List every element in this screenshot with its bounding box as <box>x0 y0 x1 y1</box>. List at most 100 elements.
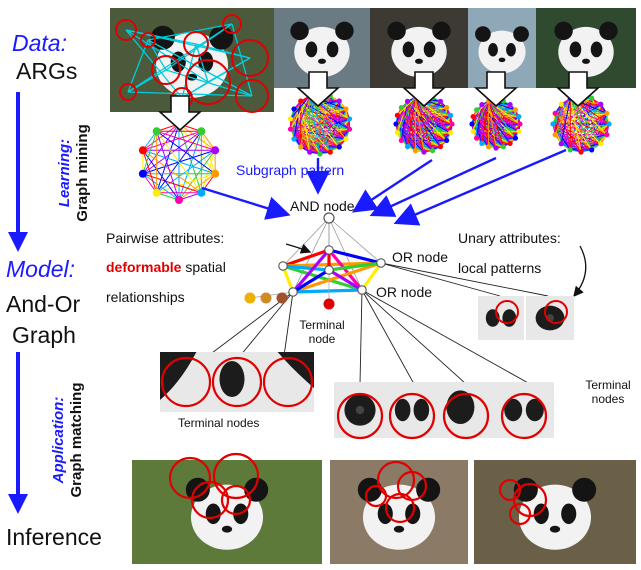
terminal-nodes-right-line2: nodes <box>591 392 625 406</box>
terminal-circle-left-3 <box>262 356 314 408</box>
terminal-dot-4 <box>323 298 335 310</box>
unary-attributes-label: Unary attributes: <box>458 230 561 246</box>
pairwise-edge-5 <box>281 264 331 272</box>
deformable-spatial-line: deformable spatial <box>106 259 226 275</box>
terminal-link-5 <box>361 289 415 385</box>
stage-flow-arrow-2 <box>8 352 28 514</box>
stage-data-sub: ARGs <box>16 58 78 84</box>
inference-photo-2 <box>330 460 468 564</box>
and-or-edge-3 <box>328 217 382 264</box>
terminal-link-6 <box>361 289 467 385</box>
graph-5 <box>550 93 612 155</box>
inference2-circle-4 <box>364 484 388 508</box>
pairwise-attributes-label: Pairwise attributes: <box>106 230 225 246</box>
stage-application-title: Application: <box>50 396 67 484</box>
stage-inference-sub: Inference <box>6 524 102 550</box>
stage-learning-title: Learning: <box>56 138 73 208</box>
terminal-link-4 <box>359 289 363 385</box>
and-node-label: AND node <box>290 198 355 214</box>
pairwise-edge-2 <box>281 261 383 268</box>
relationships-label: relationships <box>106 289 185 305</box>
hollow-arrow-5 <box>555 71 601 108</box>
graph-4 <box>469 97 523 151</box>
terminal-nodes-left-label: Terminal nodes <box>178 416 260 430</box>
terminal-photo-right-3 <box>438 382 494 438</box>
terminal-circle-right-1 <box>336 392 384 440</box>
and-or-edge-1 <box>282 217 330 267</box>
stage-data-title: Data: <box>12 30 67 56</box>
hollow-arrow-4 <box>473 71 519 108</box>
pairwise-edge-8 <box>327 248 364 292</box>
stage-model-title: Model: <box>6 256 76 282</box>
inference1-circle-4 <box>220 484 252 516</box>
terminal-nodes-right-line1: Terminal <box>585 378 631 392</box>
inference3-circle-1 <box>498 478 522 502</box>
inference3-circle-3 <box>508 502 532 526</box>
stage-learning-sub: Graph mining <box>74 124 91 222</box>
stage-flow-arrow-1 <box>8 92 28 252</box>
or-node-label-2: OR node <box>376 284 433 300</box>
pairwise-edge-4 <box>281 264 364 292</box>
pairwise-edge-7 <box>291 248 331 294</box>
stage-application-label: Application: Graph matching <box>50 340 90 540</box>
blue-arrow-3 <box>351 158 433 213</box>
terminal-link-7 <box>361 289 531 385</box>
inference2-circle-3 <box>384 492 416 524</box>
pairwise-edge-12 <box>327 261 383 272</box>
terminal-link-9 <box>380 262 549 297</box>
stage-application-sub: Graph matching <box>68 382 85 498</box>
unary-circle-2 <box>544 300 568 324</box>
inference1-circle-3 <box>190 480 230 520</box>
inference-photo-3 <box>474 460 636 564</box>
pairwise-edge-11 <box>360 261 383 292</box>
pairwise-edge-1 <box>281 248 331 268</box>
unary-pointer <box>573 245 587 297</box>
subgraph-pattern-label: Subgraph pattern <box>236 162 345 178</box>
terminal-photo-right-4 <box>494 382 554 438</box>
terminal-photo-left-3 <box>262 352 314 412</box>
inference1-circle-1 <box>168 456 212 500</box>
hollow-arrow-1 <box>157 95 203 132</box>
terminal-circle-right-2 <box>388 392 436 440</box>
stage-model-sub1: And-Or <box>6 291 81 317</box>
terminal-circle-left-2 <box>211 356 263 408</box>
pairwise-edge-14 <box>291 268 331 294</box>
spatial-label: spatial <box>181 259 226 275</box>
stage-model-sub2: Graph <box>12 322 76 348</box>
terminal-link-1 <box>207 291 294 357</box>
or-node-label-1: OR node <box>392 249 449 265</box>
pairwise-edge-15 <box>327 268 364 292</box>
inference2-circle-1 <box>376 460 416 500</box>
terminal-nodes-right-label: Terminal nodes <box>578 378 638 406</box>
terminal-dot-2 <box>260 292 272 304</box>
terminal-circle-right-4 <box>500 392 548 440</box>
terminal-circle-right-3 <box>442 392 490 440</box>
deformable-label: deformable <box>106 259 182 275</box>
local-patterns-label: local patterns <box>458 260 542 276</box>
terminal-node-label: Terminal node <box>296 318 348 346</box>
terminal-circle-left-1 <box>160 356 212 408</box>
terminal-node-line2: node <box>308 332 336 346</box>
terminal-photo-left-2 <box>212 352 262 412</box>
or-node-3 <box>376 258 386 268</box>
panda-photo-4 <box>468 8 536 88</box>
or-node-2 <box>324 245 334 255</box>
terminal-link-8 <box>380 262 501 297</box>
graph-2 <box>287 91 353 157</box>
pairwise-pointer <box>285 243 312 254</box>
panda-photo-2 <box>274 8 370 88</box>
terminal-dot-3 <box>276 292 288 304</box>
pairwise-edge-13 <box>291 288 364 294</box>
blue-arrow-5 <box>393 148 567 226</box>
or-node-4 <box>288 287 298 297</box>
or-node-5 <box>357 285 367 295</box>
and-node <box>323 212 335 224</box>
stage-learning-label: Learning: Graph mining <box>56 98 96 248</box>
unary-circle-1 <box>495 300 519 324</box>
or-node-1 <box>278 261 288 271</box>
terminal-photo-left-1 <box>160 352 212 412</box>
blue-arrow-1 <box>201 186 291 220</box>
terminal-link-3 <box>283 291 294 357</box>
